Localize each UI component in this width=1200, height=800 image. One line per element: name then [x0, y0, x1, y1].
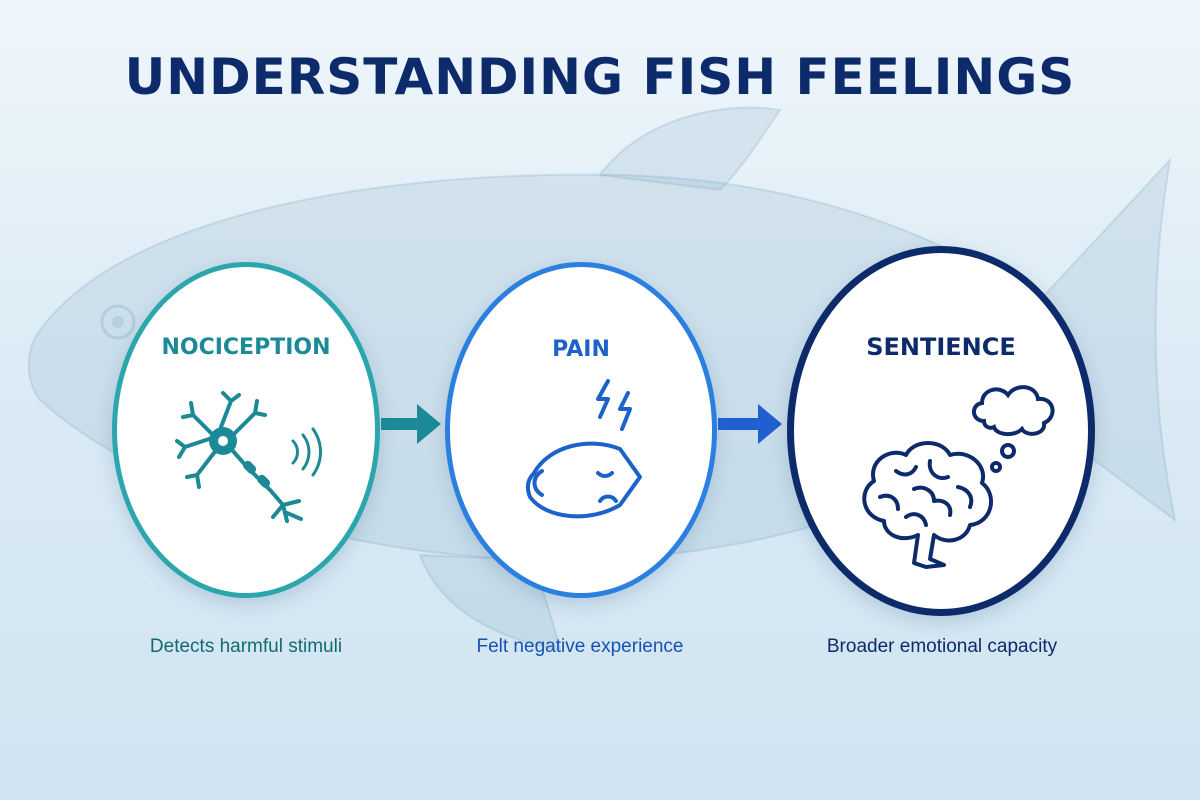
stage-caption-sentience: Broader emotional capacity	[826, 636, 1058, 657]
page-title: UNDERSTANDING FISH FEELINGS	[124, 48, 1076, 106]
stage-caption-pain: Felt negative experience	[476, 636, 684, 657]
lightning-icon	[596, 379, 632, 431]
brain-icon	[862, 441, 993, 569]
stage-title-sentience: SENTIENCE	[866, 333, 1016, 361]
stage-nociception: NOCICEPTION	[112, 262, 380, 598]
arrow-right-icon	[381, 404, 441, 444]
thought-bubble-icon	[972, 385, 1055, 473]
arrow-right-icon	[718, 404, 782, 444]
sad-fish-icon	[525, 441, 642, 519]
stage-title-nociception: NOCICEPTION	[161, 335, 331, 360]
stage-sentience: SENTIENCE	[787, 246, 1095, 616]
stage-title-pain: PAIN	[552, 337, 610, 362]
stage-pain: PAIN	[445, 262, 717, 598]
signal-waves-icon	[291, 427, 322, 477]
stage-caption-nociception: Detects harmful stimuli	[149, 636, 343, 657]
neuron-icon	[175, 391, 303, 523]
